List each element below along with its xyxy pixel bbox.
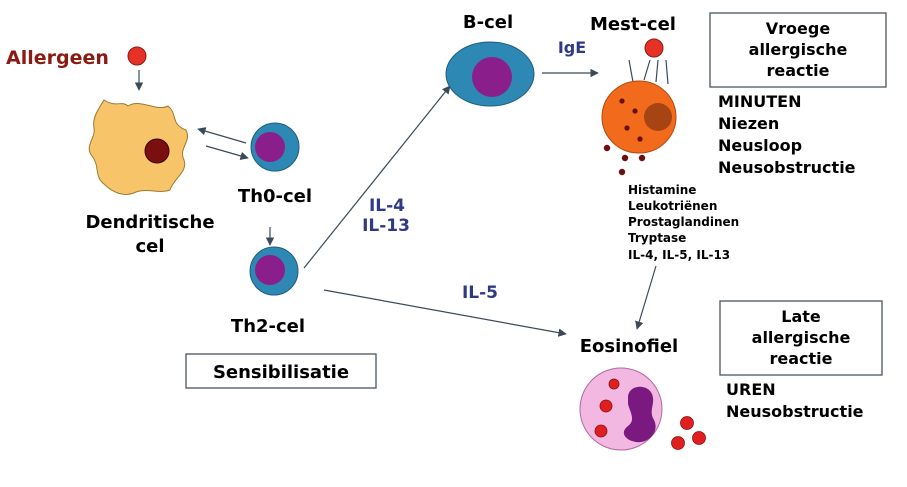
mediator-item: Histamine <box>628 183 696 197</box>
ige-label: IgE <box>558 38 586 57</box>
late-reaction-line1: Late <box>781 307 821 326</box>
il13-label: IL-13 <box>362 216 410 236</box>
dendritic-nucleus <box>144 138 170 164</box>
th0-nucleus <box>255 132 285 162</box>
early-symptom: Neusobstructie <box>718 158 856 177</box>
mastcel-nucleus <box>644 103 672 131</box>
dendritic-label-line2: cel <box>135 236 164 257</box>
bcel-label: B-cel <box>463 12 513 33</box>
bound-allergen <box>644 38 664 58</box>
ige-receptors <box>628 59 669 85</box>
late-symptom: Neusobstructie <box>726 402 864 421</box>
mastcel-granules <box>619 98 643 142</box>
th2-label: Th2-cel <box>231 316 305 337</box>
late-reaction-line3: reactie <box>769 349 832 368</box>
allergen-label: Allergeen <box>6 47 109 69</box>
mediator-item: Tryptase <box>628 231 686 245</box>
arrow-mediators-to-eosinophil <box>635 265 657 330</box>
mediator-item: Prostaglandinen <box>628 215 739 229</box>
dendritic-cell <box>88 99 188 195</box>
mediator-item: IL-4, IL-5, IL-13 <box>628 248 730 262</box>
sensitization-box <box>185 353 377 389</box>
mediator-item: Leukotriënen <box>628 199 717 213</box>
eosinophil-nucleus <box>623 386 656 443</box>
arrow-dendritic-to-th0 <box>205 145 249 160</box>
late-time: UREN <box>726 380 776 399</box>
allergen-particle <box>127 46 147 66</box>
early-time: MINUTEN <box>718 92 802 111</box>
mediator-list: Histamine Leukotriënen Prostaglandinen T… <box>628 183 739 262</box>
early-reaction-box <box>709 12 887 88</box>
early-symptom: Neusloop <box>718 136 802 155</box>
bcel-nucleus <box>472 57 512 97</box>
arrow-th2-to-eosinophil <box>323 289 567 337</box>
late-reaction-line2: allergische <box>752 328 851 347</box>
early-reaction-line1: Vroege <box>766 19 831 38</box>
late-reaction-box <box>719 300 883 376</box>
eosinophil-granules <box>594 378 706 450</box>
released-granules <box>603 144 646 176</box>
eosinophil-label: Eosinofiel <box>580 336 678 357</box>
sensitization-label: Sensibilisatie <box>213 362 349 383</box>
dendritic-label-line1: Dendritische <box>85 212 214 233</box>
th0-label: Th0-cel <box>238 186 312 207</box>
il4-label: IL-4 <box>369 196 405 216</box>
early-reaction-line2: allergische <box>749 40 848 59</box>
early-symptom: Niezen <box>718 114 779 133</box>
arrow-th2-to-bcel <box>303 85 451 269</box>
early-reaction-line3: reactie <box>766 61 829 80</box>
mastcel-label: Mest-cel <box>590 14 676 35</box>
arrow-th0-to-dendritic <box>197 127 247 144</box>
il5-label: IL-5 <box>462 283 498 303</box>
th2-nucleus <box>255 255 285 285</box>
